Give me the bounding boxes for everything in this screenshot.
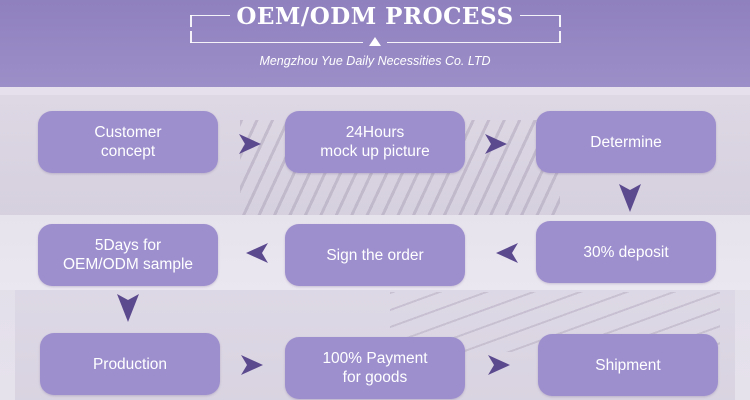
step-label: 24Hours mock up picture xyxy=(320,124,430,160)
step-label: Shipment xyxy=(595,356,661,374)
arrow-down-icon xyxy=(117,294,139,322)
company-subtitle: Mengzhou Yue Daily Necessities Co. LTD xyxy=(259,54,491,68)
page-title: OEM/ODM PROCESS xyxy=(236,3,514,30)
step-determine: Determine xyxy=(536,111,716,173)
underline-tick-left xyxy=(190,31,192,43)
step-label: Customer concept xyxy=(94,124,162,160)
underline-tick-right xyxy=(559,31,561,43)
title-underline-left xyxy=(190,42,363,43)
step-mock-up-picture: 24Hours mock up picture xyxy=(285,111,465,173)
step-sign-order: Sign the order xyxy=(285,224,465,286)
title-frame-right xyxy=(520,15,560,16)
title-frame-tick-left xyxy=(190,15,192,27)
step-label: 100% Payment for goods xyxy=(322,350,428,386)
step-label: Sign the order xyxy=(326,246,424,264)
title-underline-right xyxy=(387,42,560,43)
arrow-right-icon xyxy=(485,134,507,154)
arrow-right-icon xyxy=(241,355,263,375)
arrow-right-icon xyxy=(488,355,510,375)
step-deposit: 30% deposit xyxy=(536,221,716,283)
step-sample: 5Days for OEM/ODM sample xyxy=(38,224,218,286)
step-payment: 100% Payment for goods xyxy=(285,337,465,399)
header-band: OEM/ODM PROCESS Mengzhou Yue Daily Neces… xyxy=(0,0,750,87)
step-label: Determine xyxy=(590,133,662,151)
arrow-left-icon xyxy=(246,243,268,263)
title-frame-tick-right xyxy=(559,15,561,27)
arrow-right-icon xyxy=(239,134,261,154)
arrow-left-icon xyxy=(496,243,518,263)
step-production: Production xyxy=(40,333,220,395)
step-label: Production xyxy=(92,355,168,373)
step-label: 30% deposit xyxy=(583,243,669,261)
step-shipment: Shipment xyxy=(538,334,718,396)
arrow-down-icon xyxy=(619,184,641,212)
step-label: 5Days for OEM/ODM sample xyxy=(62,237,194,273)
step-customer-concept: Customer concept xyxy=(38,111,218,173)
triangle-marker-icon xyxy=(369,37,381,46)
title-frame-left xyxy=(190,15,230,16)
